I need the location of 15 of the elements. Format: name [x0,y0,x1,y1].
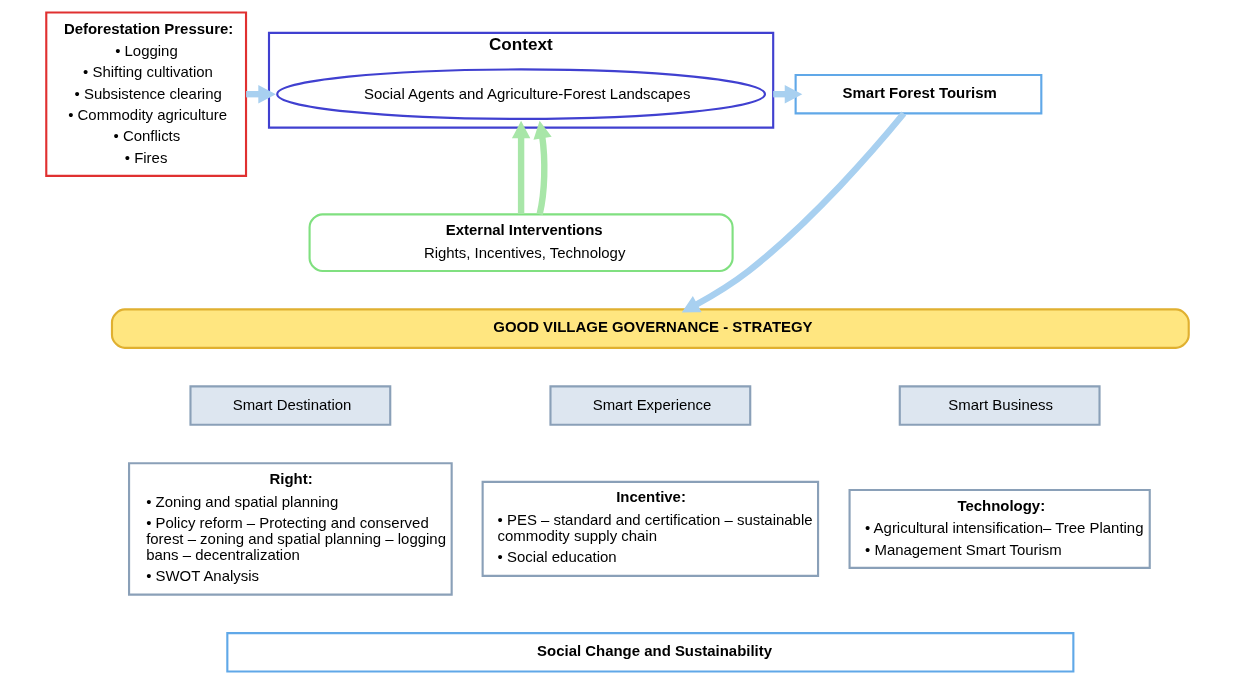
node-box: Smart Destination [189,385,392,426]
node-box: Smart Forest Tourism [794,73,1043,115]
node-box: Smart Business [898,385,1101,426]
node-ellipse: Social Agents and Agriculture-Forest Landscapes [276,68,767,120]
arrow [681,111,907,313]
arrow [533,120,552,215]
node-box: Smart Experience [549,385,752,426]
node-box: Deforestation Pressure: • Logging • Shifting cultivation • Subsistence clearing • Commodity agriculture • Conflicts • Fires [45,11,248,177]
node-box: Technology: • Agricultural intensification– Tree Planting • Management Smart Tourism [848,488,1151,569]
node-box: Social Change and Sustainability [226,632,1075,673]
node-box: Incentive: • PES – standard and certification – sustainable commodity supply chain • Social education [481,480,820,577]
node-box: External Interventions Rights, Incentives, Technology [308,213,734,273]
node-box: Right: • Zoning and spatial planning • Policy reform – Protecting and conserved forest – zoning and spatial planning – logging bans – decentralization • SWOT Analysis [128,462,453,596]
arrow [511,120,531,214]
node-box: GOOD VILLAGE GOVERNANCE - STRATEGY [110,308,1190,349]
